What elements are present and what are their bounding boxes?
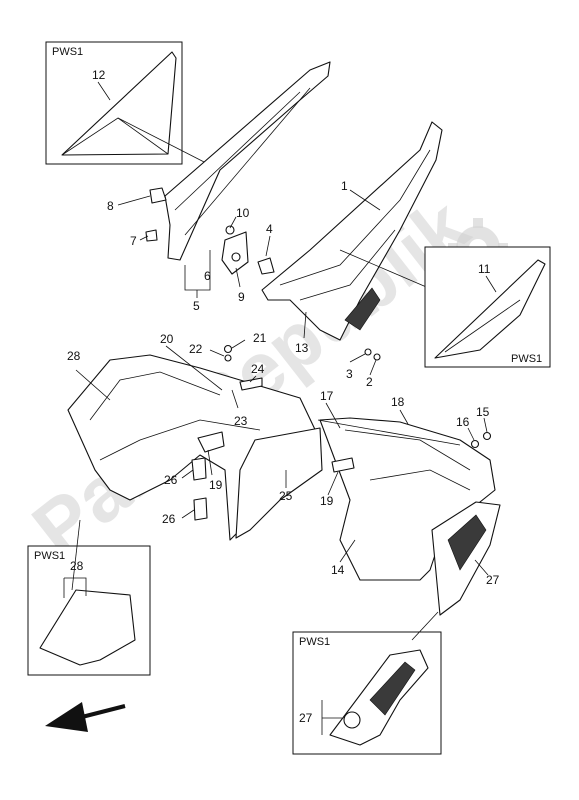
left-shroud-assembly: 28 20 21 22 24 23 26 19 26 25 — [67, 331, 323, 541]
washer-22 — [224, 354, 232, 362]
inset-pws1-part-12: PWS1 12 — [45, 41, 211, 166]
callout-26-lower: 26 — [162, 512, 176, 526]
side-cover-1: 1 4 13 3 2 — [257, 121, 481, 389]
callout-12: 12 — [92, 68, 106, 82]
callout-26: 26 — [164, 473, 178, 487]
holder-19-right — [331, 457, 355, 473]
callout-5: 5 — [193, 299, 200, 313]
clip-24 — [239, 377, 263, 391]
front-direction-arrow-icon — [45, 702, 126, 732]
screw-2 — [373, 353, 381, 361]
inset-label-lower-left: PWS1 — [34, 550, 65, 562]
callout-14: 14 — [331, 563, 345, 577]
callout-6: 6 — [204, 269, 211, 283]
pad-26a — [191, 457, 207, 481]
callout-2: 2 — [366, 375, 373, 389]
callout-18: 18 — [391, 395, 405, 409]
clip-8 — [149, 187, 167, 204]
clip-4 — [257, 257, 275, 275]
callout-19-right: 19 — [320, 494, 334, 508]
callout-27-inset: 27 — [299, 711, 313, 725]
callout-28: 28 — [67, 349, 81, 363]
screw-15 — [482, 431, 492, 441]
inset-label-right: PWS1 — [511, 353, 542, 365]
screw-21 — [223, 344, 233, 354]
callout-24: 24 — [251, 362, 265, 376]
callout-17: 17 — [320, 389, 334, 403]
callout-16: 16 — [456, 415, 470, 429]
callout-4: 4 — [266, 222, 273, 236]
grommet-7 — [145, 229, 158, 242]
callout-8: 8 — [107, 199, 114, 213]
inset-label: PWS1 — [52, 46, 83, 58]
inset-pws1-part-11: 11 PWS1 — [424, 246, 551, 368]
callout-7: 7 — [130, 234, 137, 248]
inner-panel-25 — [235, 427, 323, 539]
washer-3 — [364, 348, 372, 356]
callout-28-inset: 28 — [70, 559, 84, 573]
callout-3: 3 — [346, 367, 353, 381]
washer-16 — [470, 439, 480, 449]
bolt-10 — [225, 225, 235, 235]
callout-21: 21 — [253, 331, 267, 345]
decal-12-outline — [61, 51, 177, 156]
callout-23: 23 — [234, 414, 248, 428]
decal-28-outline — [39, 589, 136, 666]
callout-9: 9 — [238, 290, 245, 304]
callout-19: 19 — [209, 478, 223, 492]
callout-10: 10 — [236, 206, 250, 220]
inset-pws1-part-27: PWS1 27 — [292, 611, 442, 755]
callout-22: 22 — [189, 342, 203, 356]
callout-15: 15 — [476, 405, 490, 419]
right-shroud-assembly: 17 18 16 15 19 14 27 — [317, 389, 501, 616]
pad-26b — [193, 497, 208, 521]
callout-1: 1 — [341, 179, 348, 193]
upper-rail-assembly: 8 7 10 6 5 9 — [107, 61, 331, 313]
holder-19 — [197, 431, 225, 453]
decal-11-outline — [434, 259, 546, 359]
callout-27: 27 — [486, 573, 500, 587]
inset-label-lower-right: PWS1 — [299, 636, 330, 648]
callout-13: 13 — [295, 341, 309, 355]
inset-pws1-part-28: PWS1 28 — [27, 519, 151, 676]
callout-11: 11 — [478, 262, 491, 276]
callout-20: 20 — [160, 332, 174, 346]
callout-25: 25 — [279, 489, 293, 503]
